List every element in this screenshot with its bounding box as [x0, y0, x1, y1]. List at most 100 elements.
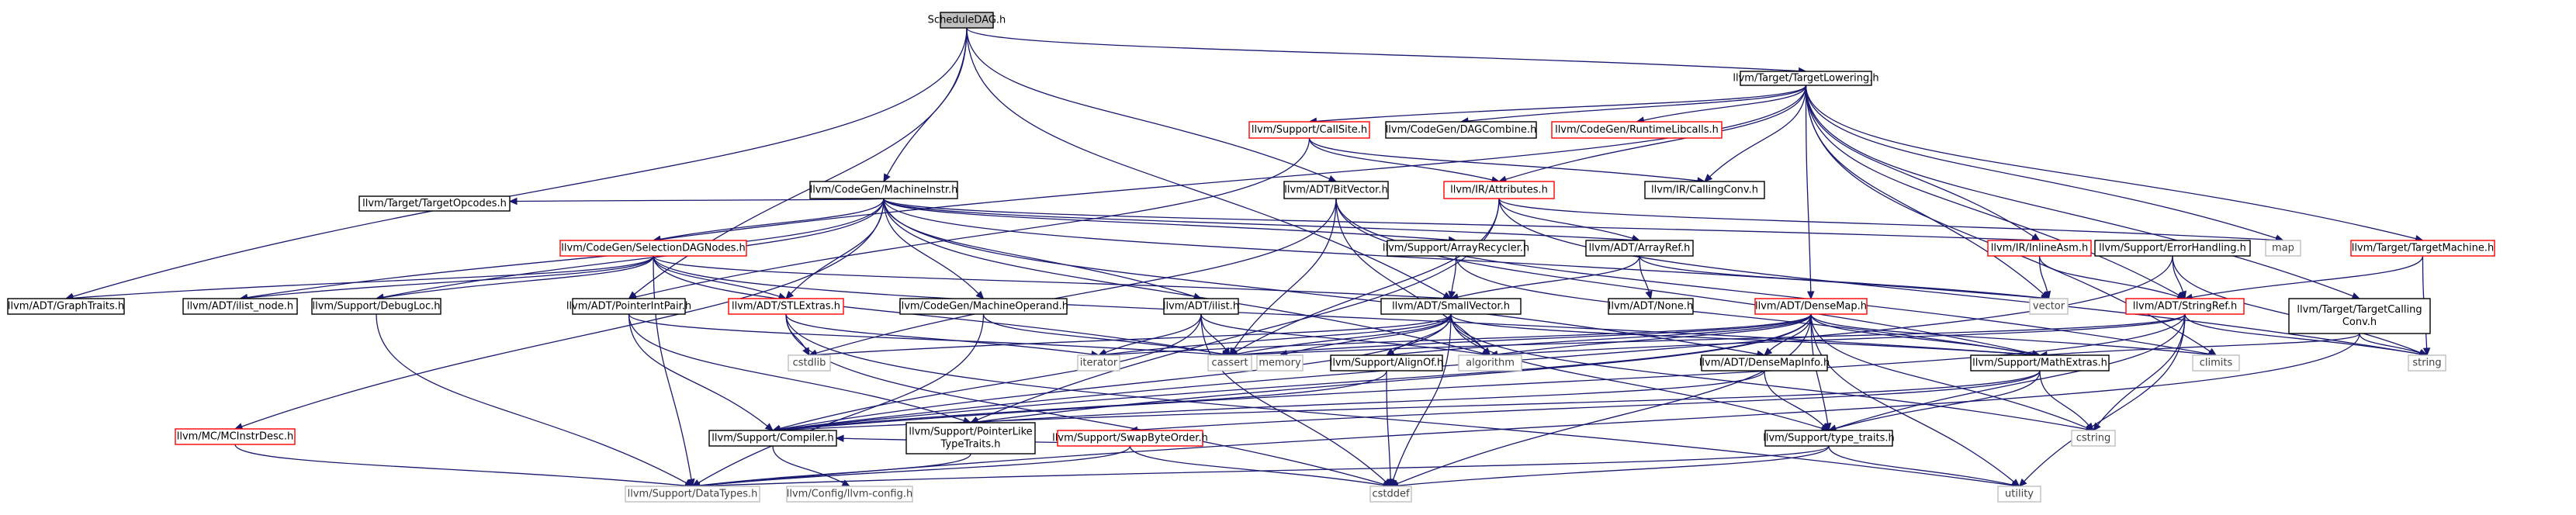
- node-swapbyteorder[interactable]: llvm/Support/SwapByteOrder.h: [1052, 430, 1208, 447]
- node-datatypes[interactable]: llvm/Support/DataTypes.h: [625, 486, 760, 503]
- node-box: [708, 430, 837, 447]
- node-mathextras[interactable]: llvm/Support/MathExtras.h: [1970, 354, 2110, 372]
- node-label: llvm/ADT/BitVector.h: [1284, 185, 1387, 196]
- node-box: [559, 240, 747, 257]
- node-box: [1458, 354, 1522, 372]
- node-rtlibcalls[interactable]: llvm/CodeGen/RuntimeLibcalls.h: [1551, 121, 1723, 139]
- node-iterator[interactable]: iterator: [1077, 354, 1120, 372]
- node-climits[interactable]: climits: [2192, 354, 2240, 372]
- node-box: [182, 298, 298, 315]
- node-arrayrecycler[interactable]: llvm/Support/ArrayRecycler.h: [1383, 240, 1529, 257]
- node-box: [786, 486, 913, 503]
- node-cstddef[interactable]: cstddef: [1369, 486, 1412, 503]
- node-tl[interactable]: llvm/Target/TargetLowering.h: [1733, 71, 1879, 86]
- node-vector[interactable]: vector: [2029, 298, 2069, 315]
- edge-root-pointerintpair: [628, 27, 968, 299]
- node-machineinstr[interactable]: llvm/CodeGen/MachineInstr.h: [809, 181, 958, 199]
- node-attributes[interactable]: llvm/IR/Attributes.h: [1443, 181, 1555, 199]
- node-llvmconfig[interactable]: llvm/Config/llvm-config.h: [786, 486, 913, 503]
- node-label: llvm/Support/DebugLoc.h: [313, 301, 441, 313]
- node-label: vector: [2033, 301, 2065, 313]
- node-label: llvm/Support/ArrayRecycler.h: [1383, 243, 1529, 254]
- node-stlextras[interactable]: llvm/ADT/STLExtras.h: [728, 298, 844, 315]
- edge-attributes-map: [1498, 198, 2284, 244]
- node-debugloc[interactable]: llvm/Support/DebugLoc.h: [311, 298, 441, 315]
- edge-callsite-pointerintpair: [628, 137, 1311, 301]
- edge-tl-stringref: [1805, 85, 2186, 299]
- node-box: [899, 298, 1068, 315]
- node-box: [2125, 298, 2245, 315]
- node-stringref[interactable]: llvm/ADT/StringRef.h: [2125, 298, 2245, 315]
- edge-typetraits-cstddef: [1390, 445, 1830, 489]
- node-label: utility: [2005, 489, 2034, 500]
- node-ilistnode[interactable]: llvm/ADT/ilist_node.h: [182, 298, 298, 315]
- edge-tl-vector: [1805, 85, 2050, 299]
- node-label: llvm/Support/type_traits.h: [1763, 433, 1895, 444]
- node-label: cstring: [2076, 433, 2110, 444]
- node-cstring[interactable]: cstring: [2071, 430, 2116, 447]
- node-utility[interactable]: utility: [1997, 486, 2041, 503]
- node-errorhandling[interactable]: llvm/Support/ErrorHandling.h: [2094, 240, 2251, 257]
- node-densemapinfo[interactable]: llvm/ADT/DenseMapInfo.h: [1699, 354, 1830, 372]
- node-label: string: [2412, 358, 2441, 369]
- node-cassert[interactable]: cassert: [1207, 354, 1252, 372]
- node-label: llvm/Target/TargetOpcodes.h: [362, 198, 507, 209]
- node-box: [1387, 240, 1525, 257]
- node-dagcombine[interactable]: llvm/CodeGen/DAGCombine.h: [1385, 121, 1537, 139]
- node-compiler[interactable]: llvm/Support/Compiler.h: [708, 430, 837, 447]
- node-callingconv[interactable]: llvm/IR/CallingConv.h: [1644, 181, 1765, 199]
- edge-callsite-callingconv: [1308, 137, 1706, 185]
- node-typetraits[interactable]: llvm/Support/type_traits.h: [1763, 430, 1895, 447]
- edge-root-bitvector: [966, 27, 1338, 182]
- node-bitvector[interactable]: llvm/ADT/BitVector.h: [1283, 181, 1389, 199]
- node-box: [788, 354, 831, 372]
- node-cstdlib[interactable]: cstdlib: [788, 354, 831, 372]
- node-densemap[interactable]: llvm/ADT/DenseMap.h: [1754, 298, 1868, 315]
- node-label: llvm/Support/PointerLike: [909, 427, 1032, 438]
- node-box: [1248, 121, 1370, 139]
- node-callsite[interactable]: llvm/Support/CallSite.h: [1248, 121, 1370, 139]
- edge-seldag-graphtraits: [64, 255, 654, 302]
- node-seldag[interactable]: llvm/CodeGen/SelectionDAGNodes.h: [559, 240, 747, 257]
- edge-root-smallvector: [966, 27, 1452, 299]
- node-machineoperand[interactable]: llvm/CodeGen/MachineOperand.h: [898, 298, 1068, 315]
- node-label: map: [2272, 243, 2294, 254]
- node-arrayref[interactable]: llvm/ADT/ArrayRef.h: [1585, 240, 1694, 257]
- edge-stringref-utility: [2018, 313, 2186, 487]
- edge-mcinstrdesc-datatypes: [234, 444, 694, 489]
- node-none[interactable]: llvm/ADT/None.h: [1608, 298, 1694, 315]
- node-label: llvm/CodeGen/SelectionDAGNodes.h: [561, 243, 745, 254]
- node-map[interactable]: map: [2265, 240, 2301, 257]
- node-box: [1385, 121, 1537, 139]
- node-box: [2288, 298, 2431, 334]
- node-mcinstrdesc[interactable]: llvm/MC/MCInstrDesc.h: [175, 428, 296, 445]
- edge-pointerintpair-cassert: [628, 313, 1231, 359]
- edge-compiler-llvmconfig: [772, 445, 851, 487]
- node-box: [1644, 181, 1765, 199]
- node-alignof[interactable]: llvm/Support/AlignOf.h: [1330, 354, 1444, 372]
- node-box: [1585, 240, 1694, 257]
- node-ilist[interactable]: llvm/ADT/ilist.h: [1163, 298, 1239, 315]
- edge-tl-callsite: [1308, 85, 1807, 126]
- node-label: algorithm: [1466, 358, 1515, 369]
- node-box: [2408, 354, 2446, 372]
- node-box: [1380, 298, 1522, 315]
- edge-arrayref-vector: [1639, 255, 2050, 302]
- node-pointerintpair[interactable]: llvm/ADT/PointerIntPair.h: [566, 298, 691, 315]
- node-label: iterator: [1080, 358, 1118, 369]
- node-memory[interactable]: memory: [1256, 354, 1304, 372]
- node-algorithm[interactable]: algorithm: [1458, 354, 1522, 372]
- edge-tl-map: [1805, 85, 2284, 242]
- node-string[interactable]: string: [2408, 354, 2446, 372]
- node-inlineasm[interactable]: llvm/IR/InlineAsm.h: [1987, 240, 2092, 257]
- node-targetmachine[interactable]: llvm/Target/TargetMachine.h: [2350, 240, 2495, 257]
- node-box: [572, 298, 686, 315]
- node-label: llvm/CodeGen/MachineInstr.h: [810, 185, 958, 196]
- node-graphtraits[interactable]: llvm/ADT/GraphTraits.h: [7, 298, 125, 315]
- edge-densemapinfo-typetraits: [1764, 370, 1830, 431]
- node-box: [2094, 240, 2251, 257]
- node-targetopcodes[interactable]: llvm/Target/TargetOpcodes.h: [358, 195, 511, 212]
- node-smallvector[interactable]: llvm/ADT/SmallVector.h: [1380, 298, 1522, 315]
